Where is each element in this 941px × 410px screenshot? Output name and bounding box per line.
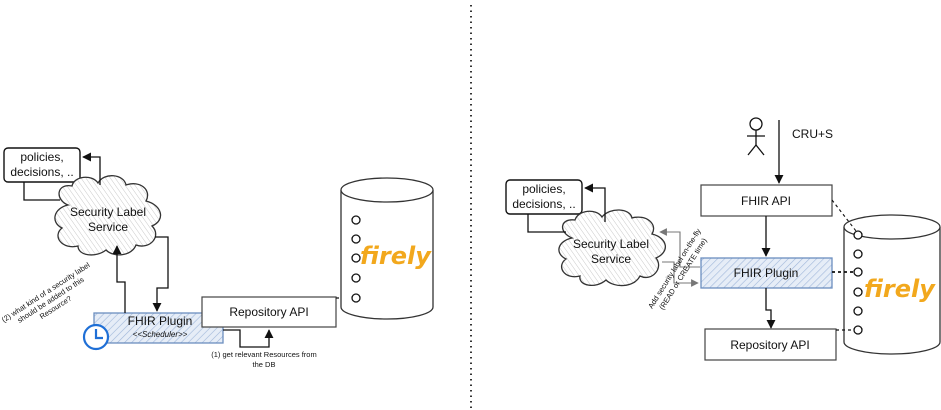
right-plugin-label: FHIR Plugin bbox=[734, 266, 799, 280]
right-fhir-plugin: FHIR Plugin bbox=[700, 257, 833, 289]
right-line-policies-to-cloud bbox=[527, 214, 566, 233]
left-plugin-stereotype: <<Scheduler>> bbox=[133, 330, 188, 339]
left-line-policies-to-cloud bbox=[23, 182, 60, 201]
left-policies-line2: decisions, .. bbox=[10, 165, 73, 179]
right-security-label-service: Security Label Service bbox=[558, 209, 666, 287]
left-fhir-plugin: FHIR Plugin <<Scheduler>> bbox=[93, 312, 224, 344]
right-arrow-plugin-to-repo bbox=[765, 288, 776, 329]
left-repository-api: Repository API bbox=[201, 296, 337, 328]
right-policies-line2: decisions, .. bbox=[512, 197, 575, 211]
left-arrow-plugin-to-cloud bbox=[112, 245, 126, 313]
firely-logo: firely bbox=[864, 275, 936, 303]
left-arrow-plugin-to-repo bbox=[223, 329, 274, 348]
left-service-line2: Service bbox=[88, 220, 128, 234]
right-service-line2: Service bbox=[591, 252, 631, 266]
left-plugin-title: FHIR Plugin bbox=[128, 314, 193, 328]
right-actor-label: CRU+S bbox=[792, 127, 833, 141]
actor-icon bbox=[747, 117, 765, 156]
right-database: firely bbox=[843, 214, 941, 355]
right-api-db-link bbox=[831, 199, 857, 232]
left-question-label: (2) what kind of a security label should… bbox=[0, 260, 92, 325]
left-service-line1: Security Label bbox=[70, 205, 146, 219]
left-security-label-service: Security Label Service bbox=[54, 175, 162, 256]
right-panel: CRU+S FHIR API FHIR Plugin Repository AP… bbox=[505, 117, 941, 361]
right-repository-api: Repository API bbox=[704, 328, 837, 361]
left-database: firely bbox=[340, 177, 434, 320]
clock-icon bbox=[82, 323, 110, 351]
right-arrow-cloud-to-policies bbox=[584, 183, 606, 222]
right-arrow-plugin-to-cloud bbox=[659, 228, 700, 268]
left-arrow-cloud-to-policies bbox=[82, 152, 101, 185]
right-policies-line1: policies, bbox=[522, 182, 565, 196]
left-step1-line1: (1) get relevant Resources from bbox=[211, 350, 316, 359]
left-policies-box: policies, decisions, .. bbox=[3, 147, 81, 183]
firely-logo: firely bbox=[360, 242, 432, 270]
right-policies-box: policies, decisions, .. bbox=[505, 179, 583, 215]
right-arrow-cloud-to-plugin bbox=[662, 261, 699, 287]
left-panel: policies, decisions, .. Security Label S… bbox=[0, 147, 434, 369]
left-policies-line1: policies, bbox=[20, 150, 63, 164]
right-service-line1: Security Label bbox=[573, 237, 649, 251]
left-step1-line2: the DB bbox=[253, 360, 276, 369]
right-fhir-api: FHIR API bbox=[700, 184, 833, 217]
right-api-label: FHIR API bbox=[741, 194, 791, 208]
left-repo-label: Repository API bbox=[229, 305, 308, 319]
left-arrow-cloud-to-plugin bbox=[152, 236, 169, 312]
right-repo-label: Repository API bbox=[730, 338, 809, 352]
